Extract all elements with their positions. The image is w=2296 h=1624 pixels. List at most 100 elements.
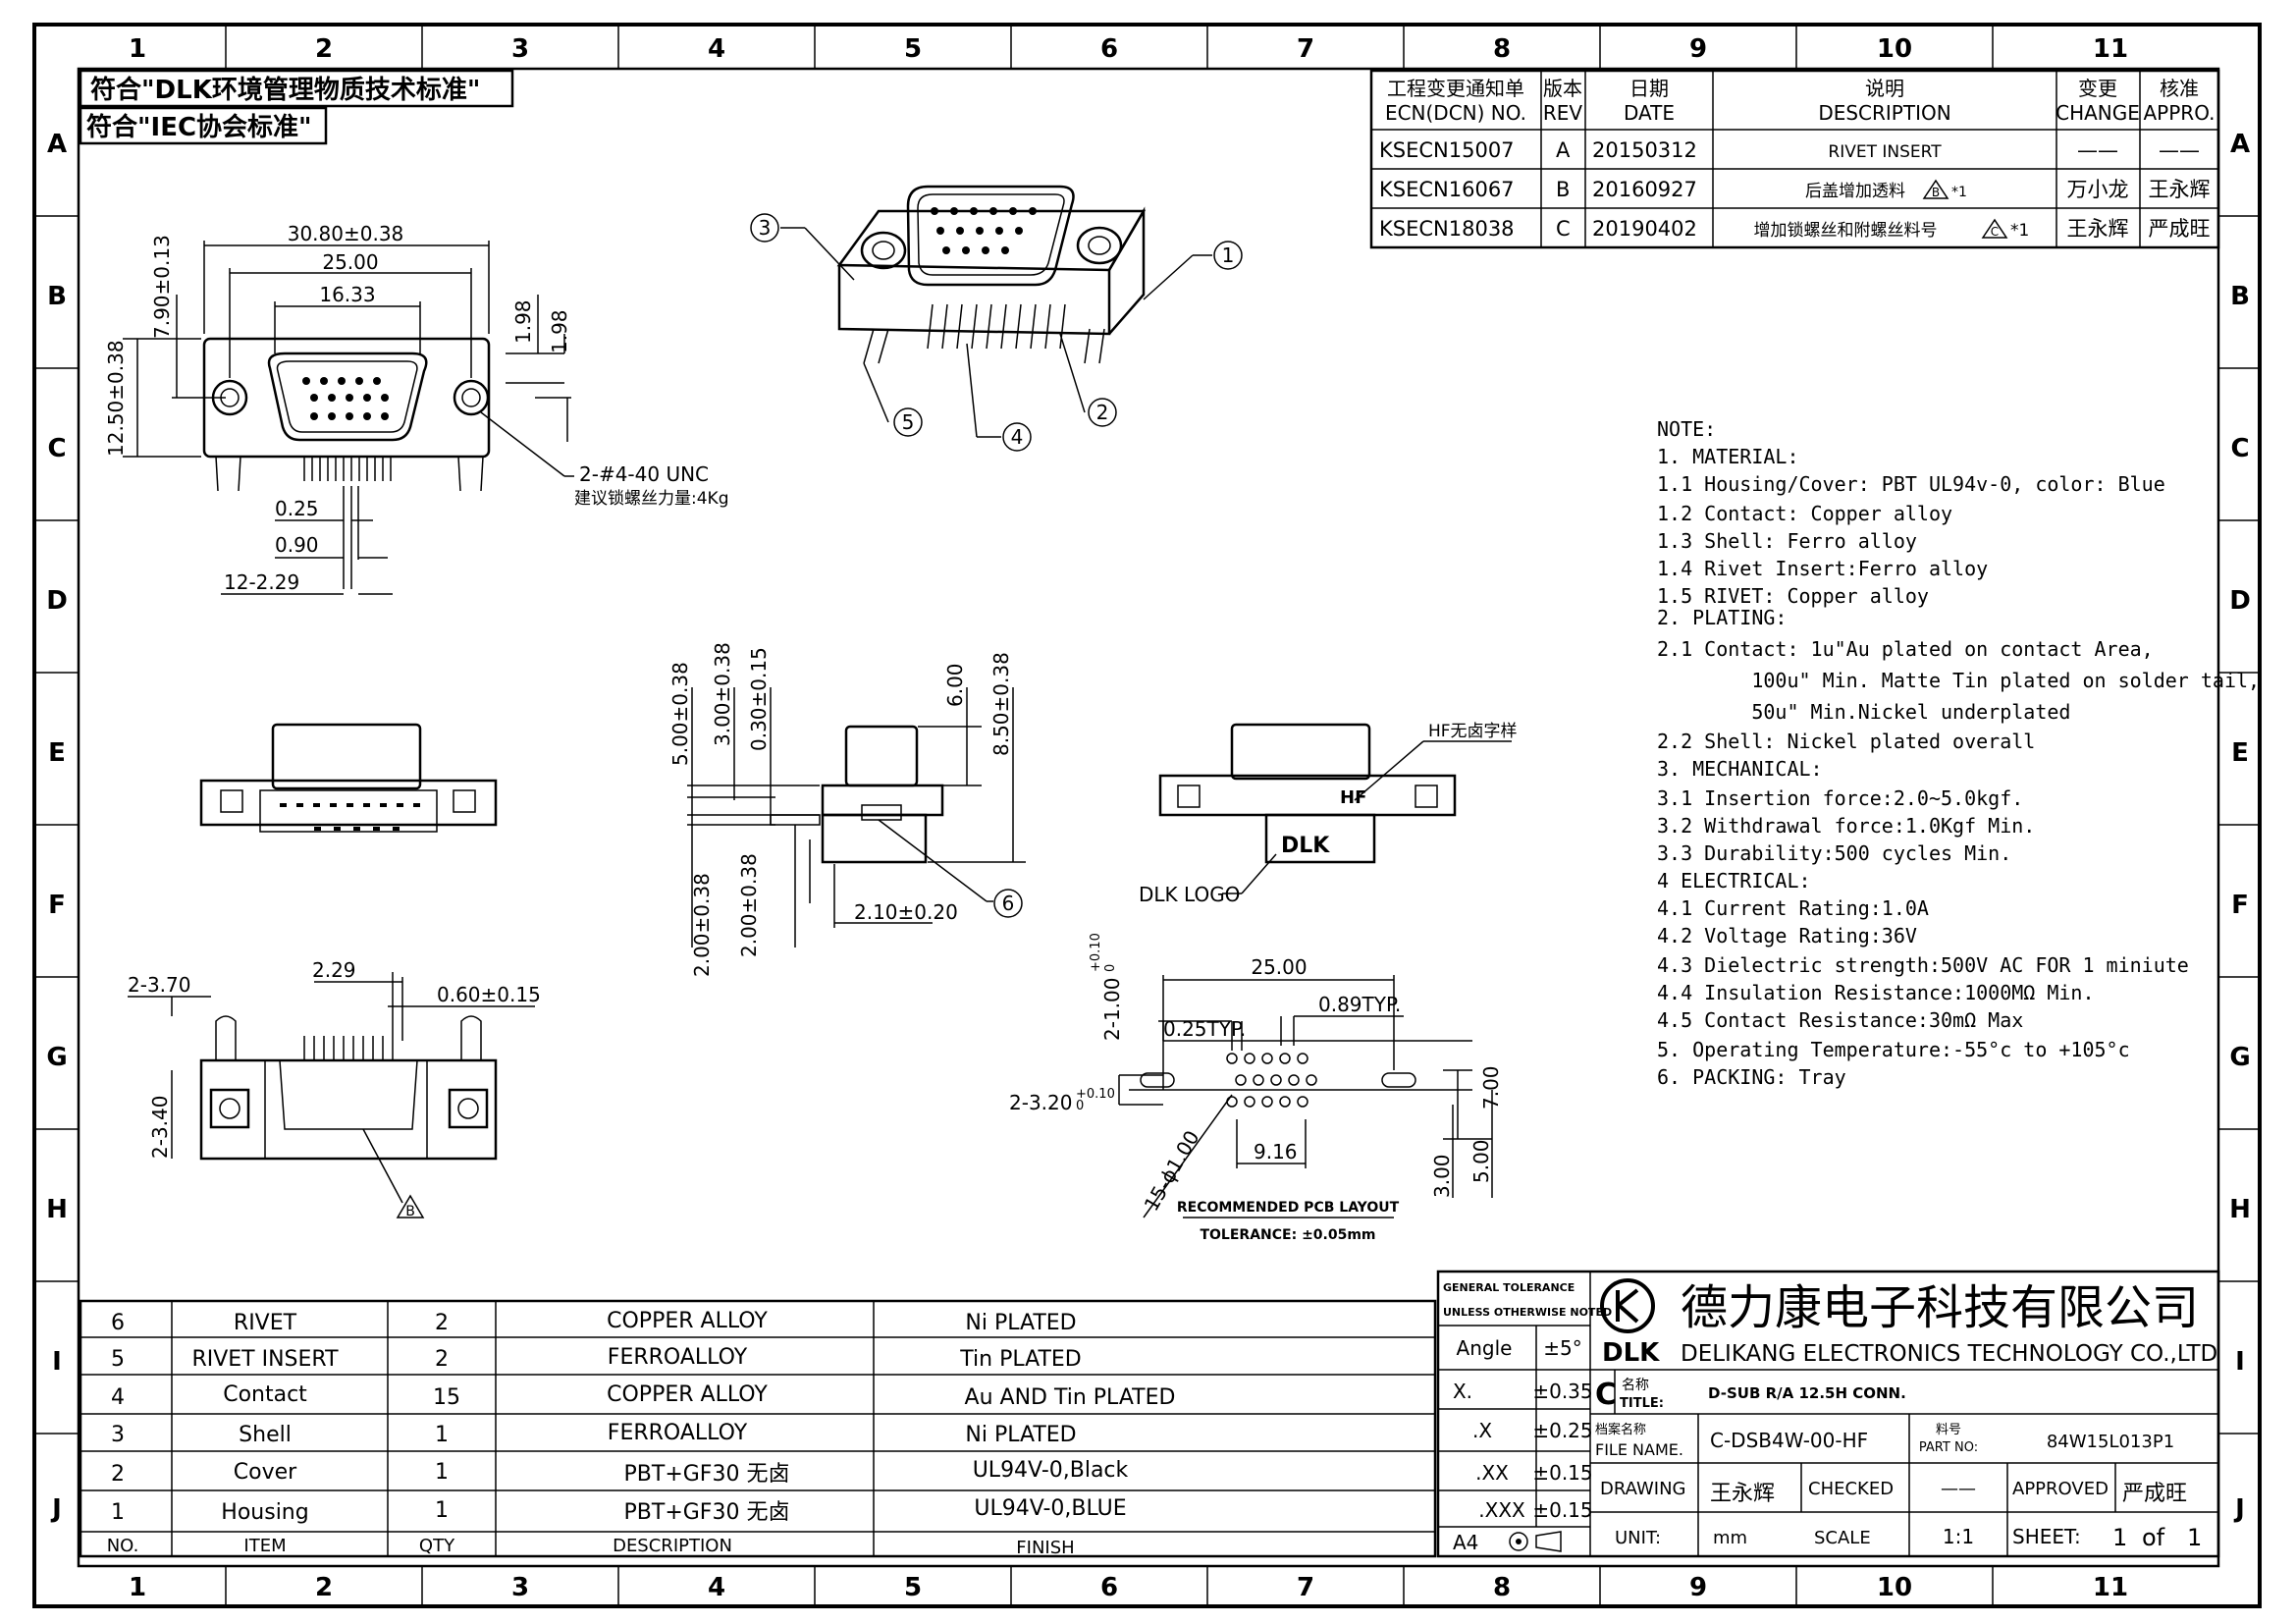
- row-label: A: [47, 130, 67, 159]
- note-line: NOTE:: [1657, 417, 1716, 441]
- bom-header-finish: FINISH: [1016, 1538, 1074, 1558]
- pcb-tol-b-dn: 0: [1076, 1099, 1084, 1113]
- svg-text:B: B: [1932, 186, 1940, 199]
- dim-16-33: 16.33: [319, 283, 375, 306]
- dlk-logo-label: DLK LOGO: [1139, 883, 1240, 906]
- tol-value: ±0.25: [1532, 1419, 1592, 1442]
- paper-size: A4: [1453, 1531, 1478, 1554]
- note-line: 50u" Min.Nickel underplated: [1657, 700, 2070, 724]
- compliance-iec: 符合"IEC协会标准": [86, 112, 312, 142]
- rev-appro: 严成旺: [2149, 217, 2211, 241]
- row-label: D: [46, 586, 68, 616]
- col-label: 11: [2093, 1573, 2128, 1602]
- bom-desc: COPPER ALLOY: [607, 1382, 768, 1407]
- svg-text:4: 4: [1011, 425, 1024, 449]
- note-line: 2. PLATING:: [1657, 606, 1787, 629]
- col-label: 9: [1689, 1573, 1707, 1602]
- col-label: 3: [511, 34, 529, 64]
- col-label: 8: [1493, 34, 1511, 64]
- dim-5-00: 5.00±0.38: [668, 662, 692, 766]
- dlk-logo-icon: [1600, 1278, 1655, 1333]
- note-line: 4 ELECTRICAL:: [1657, 869, 1811, 893]
- svg-text:C: C: [1991, 225, 1999, 239]
- pcb-dim-2-3-20: 2-3.20: [1009, 1091, 1072, 1114]
- tol-label: .XXX: [1478, 1498, 1525, 1522]
- col-label: 9: [1689, 34, 1707, 64]
- note-line: 1.2 Contact: Copper alloy: [1657, 502, 1952, 525]
- bottom-front-view: [199, 723, 498, 833]
- scale-value: 1:1: [1943, 1525, 1974, 1548]
- bom-table: 6 RIVET 2 COPPER ALLOY Ni PLATED 5 RIVET…: [79, 1299, 1437, 1558]
- rev-letter: C: [1595, 1378, 1617, 1412]
- bom-qty: 2: [435, 1347, 449, 1372]
- tol-value: ±5°: [1543, 1336, 1581, 1360]
- row-label: C: [2230, 434, 2249, 463]
- col-label: 6: [1100, 1573, 1118, 1602]
- pcb-tol-a-up: +0.10: [1089, 933, 1103, 972]
- front-view: 30.80±0.38 25.00 16.33 7.90±0.13 12.50±0…: [104, 222, 728, 595]
- tol-value: ±0.15: [1532, 1461, 1592, 1485]
- dim-7-90: 7.90±0.13: [150, 235, 174, 339]
- rev-header-ecn-en: ECN(DCN) NO.: [1385, 101, 1526, 125]
- revision-table: 工程变更通知单 ECN(DCN) NO. 版本 REV 日期 DATE 说明 D…: [1369, 69, 2220, 249]
- note-line: 3.1 Insertion force:2.0~5.0kgf.: [1657, 786, 2023, 810]
- col-label: 8: [1493, 1573, 1511, 1602]
- drawing-label: DRAWING: [1600, 1479, 1686, 1499]
- rev-header-change-cn: 变更: [2078, 77, 2117, 100]
- bom-item: RIVET INSERT: [191, 1347, 339, 1372]
- note-line: 4.4 Insulation Resistance:1000MΩ Min.: [1657, 981, 2095, 1004]
- iso-view: 3 1 2 4 5: [750, 185, 1243, 452]
- balloon: 1: [1213, 241, 1243, 270]
- rev-rev: B: [1556, 178, 1570, 201]
- col-label: 2: [315, 1573, 333, 1602]
- col-label: 4: [708, 34, 725, 64]
- pcb-title: RECOMMENDED PCB LAYOUT: [1177, 1200, 1400, 1216]
- bom-finish: Tin PLATED: [959, 1347, 1081, 1372]
- bom-header-no: NO.: [107, 1536, 139, 1556]
- col-label: 10: [1877, 34, 1912, 64]
- bom-no: 5: [111, 1347, 125, 1372]
- pcb-dim-5-00: 5.00: [1469, 1139, 1493, 1183]
- row-label: F: [2231, 891, 2249, 920]
- rev-header-desc-en: DESCRIPTION: [1818, 101, 1950, 125]
- row-label: E: [2231, 738, 2249, 768]
- dim-25-00: 25.00: [322, 250, 378, 274]
- note-line: 4.1 Current Rating:1.0A: [1657, 896, 1929, 920]
- bom-header-qty: QTY: [419, 1536, 455, 1556]
- note-line: 1. MATERIAL:: [1657, 445, 1799, 468]
- note-line: 2.2 Shell: Nickel plated overall: [1657, 730, 2035, 753]
- part-en: PART NO:: [1919, 1440, 1978, 1455]
- bom-desc: COPPER ALLOY: [607, 1309, 768, 1333]
- note-line: 4.2 Voltage Rating:36V: [1657, 924, 1917, 947]
- row-label: H: [2229, 1195, 2251, 1224]
- pcb-dim-9-16: 9.16: [1254, 1140, 1298, 1164]
- drawing-value: 王永辉: [1710, 1482, 1775, 1506]
- approved-value: 严成旺: [2122, 1482, 2187, 1506]
- tol-label: .X: [1472, 1419, 1492, 1442]
- company-cn: 德力康电子科技有限公司: [1681, 1280, 2199, 1335]
- tol-value: ±0.15: [1532, 1498, 1592, 1522]
- rev-ecn: KSECN15007: [1379, 138, 1515, 162]
- row-label: I: [2235, 1347, 2245, 1377]
- bom-no: 4: [111, 1385, 125, 1410]
- svg-text:5: 5: [902, 410, 915, 434]
- rev-rev: C: [1556, 217, 1571, 241]
- row-label: B: [2230, 282, 2250, 311]
- col-label: 6: [1100, 34, 1118, 64]
- rev-appro: 王永辉: [2149, 178, 2211, 201]
- row-label: B: [47, 282, 67, 311]
- dim-2-00: 2.00±0.38: [737, 853, 761, 957]
- bottom-view: B 2-3.70 2.29 0.60±0.15 2-3.40: [128, 958, 541, 1219]
- dim-2-00: 2.00±0.38: [690, 873, 714, 977]
- row-label: I: [52, 1347, 62, 1377]
- balloon: 6: [993, 889, 1023, 918]
- dim-12-2-29: 12-2.29: [224, 570, 299, 594]
- bom-no: 3: [111, 1423, 125, 1447]
- bom-no: 1: [111, 1500, 125, 1525]
- note-line: 5. Operating Temperature:-55°c to +105°c: [1657, 1038, 2130, 1061]
- note-line: 1.3 Shell: Ferro alloy: [1657, 529, 1917, 553]
- rev-flag-icon: B *1: [1922, 179, 1967, 200]
- rev-desc: 增加锁螺丝和附螺丝料号: [1754, 221, 1938, 241]
- bom-item: Contact: [223, 1382, 307, 1407]
